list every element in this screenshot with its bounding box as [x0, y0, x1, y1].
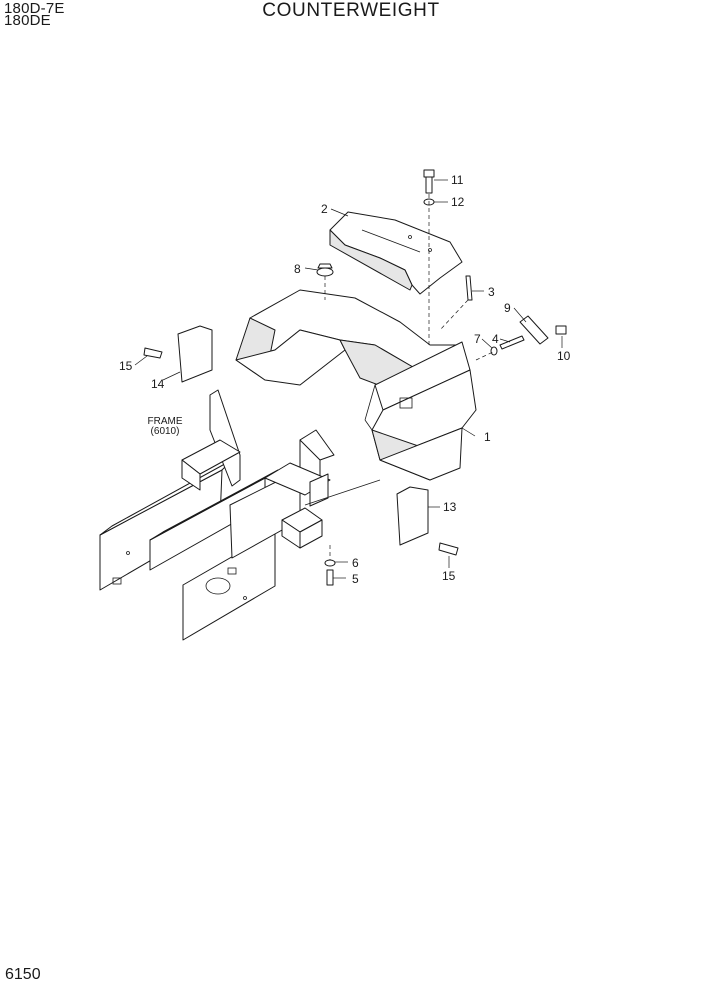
- callout-15-left: 15: [119, 359, 133, 373]
- frame-assembly: [99, 389, 335, 641]
- callout-4: 4: [492, 332, 499, 346]
- model-code-primary: 180D-7E: [4, 0, 65, 17]
- plug-part-8: [316, 263, 334, 277]
- counterweight-top-cover: [329, 211, 463, 295]
- callout-12: 12: [451, 195, 465, 209]
- callout-leaders: [134, 179, 563, 579]
- callout-9: 9: [504, 301, 511, 315]
- callout-3: 3: [488, 285, 495, 299]
- callout-15-right: 15: [442, 569, 456, 583]
- callout-8: 8: [294, 262, 301, 276]
- callout-6: 6: [352, 556, 359, 570]
- bolt-part-15-left: [143, 347, 163, 359]
- page-title: COUNTERWEIGHT: [262, 0, 440, 21]
- bracket-part-9: [519, 315, 549, 345]
- callout-7: 7: [474, 332, 481, 346]
- model-code-secondary: 180DE: [4, 12, 51, 29]
- bolt-part-5: [326, 569, 334, 586]
- counterweight-body: [235, 289, 477, 506]
- bolt-part-10: [555, 325, 567, 335]
- callout-1: 1: [484, 430, 491, 444]
- page-number: 6150: [5, 966, 41, 983]
- callout-13: 13: [443, 500, 457, 514]
- frame-reference-label: FRAME: [148, 416, 183, 427]
- plate-part-14: [177, 325, 213, 383]
- bolt-part-4: [499, 335, 525, 350]
- pin-part-3: [465, 275, 473, 301]
- plate-part-13: [396, 486, 429, 546]
- callout-10: 10: [557, 349, 571, 363]
- callout-11: 11: [451, 173, 464, 187]
- bolt-part-11: [423, 169, 435, 194]
- washer-part-6: [324, 559, 336, 567]
- bolt-part-15-right: [438, 542, 459, 556]
- callout-14: 14: [151, 377, 165, 391]
- callout-2: 2: [321, 202, 328, 216]
- washer-part-7: [490, 346, 498, 356]
- callout-5: 5: [352, 572, 359, 586]
- frame-reference-number: (6010): [151, 426, 180, 437]
